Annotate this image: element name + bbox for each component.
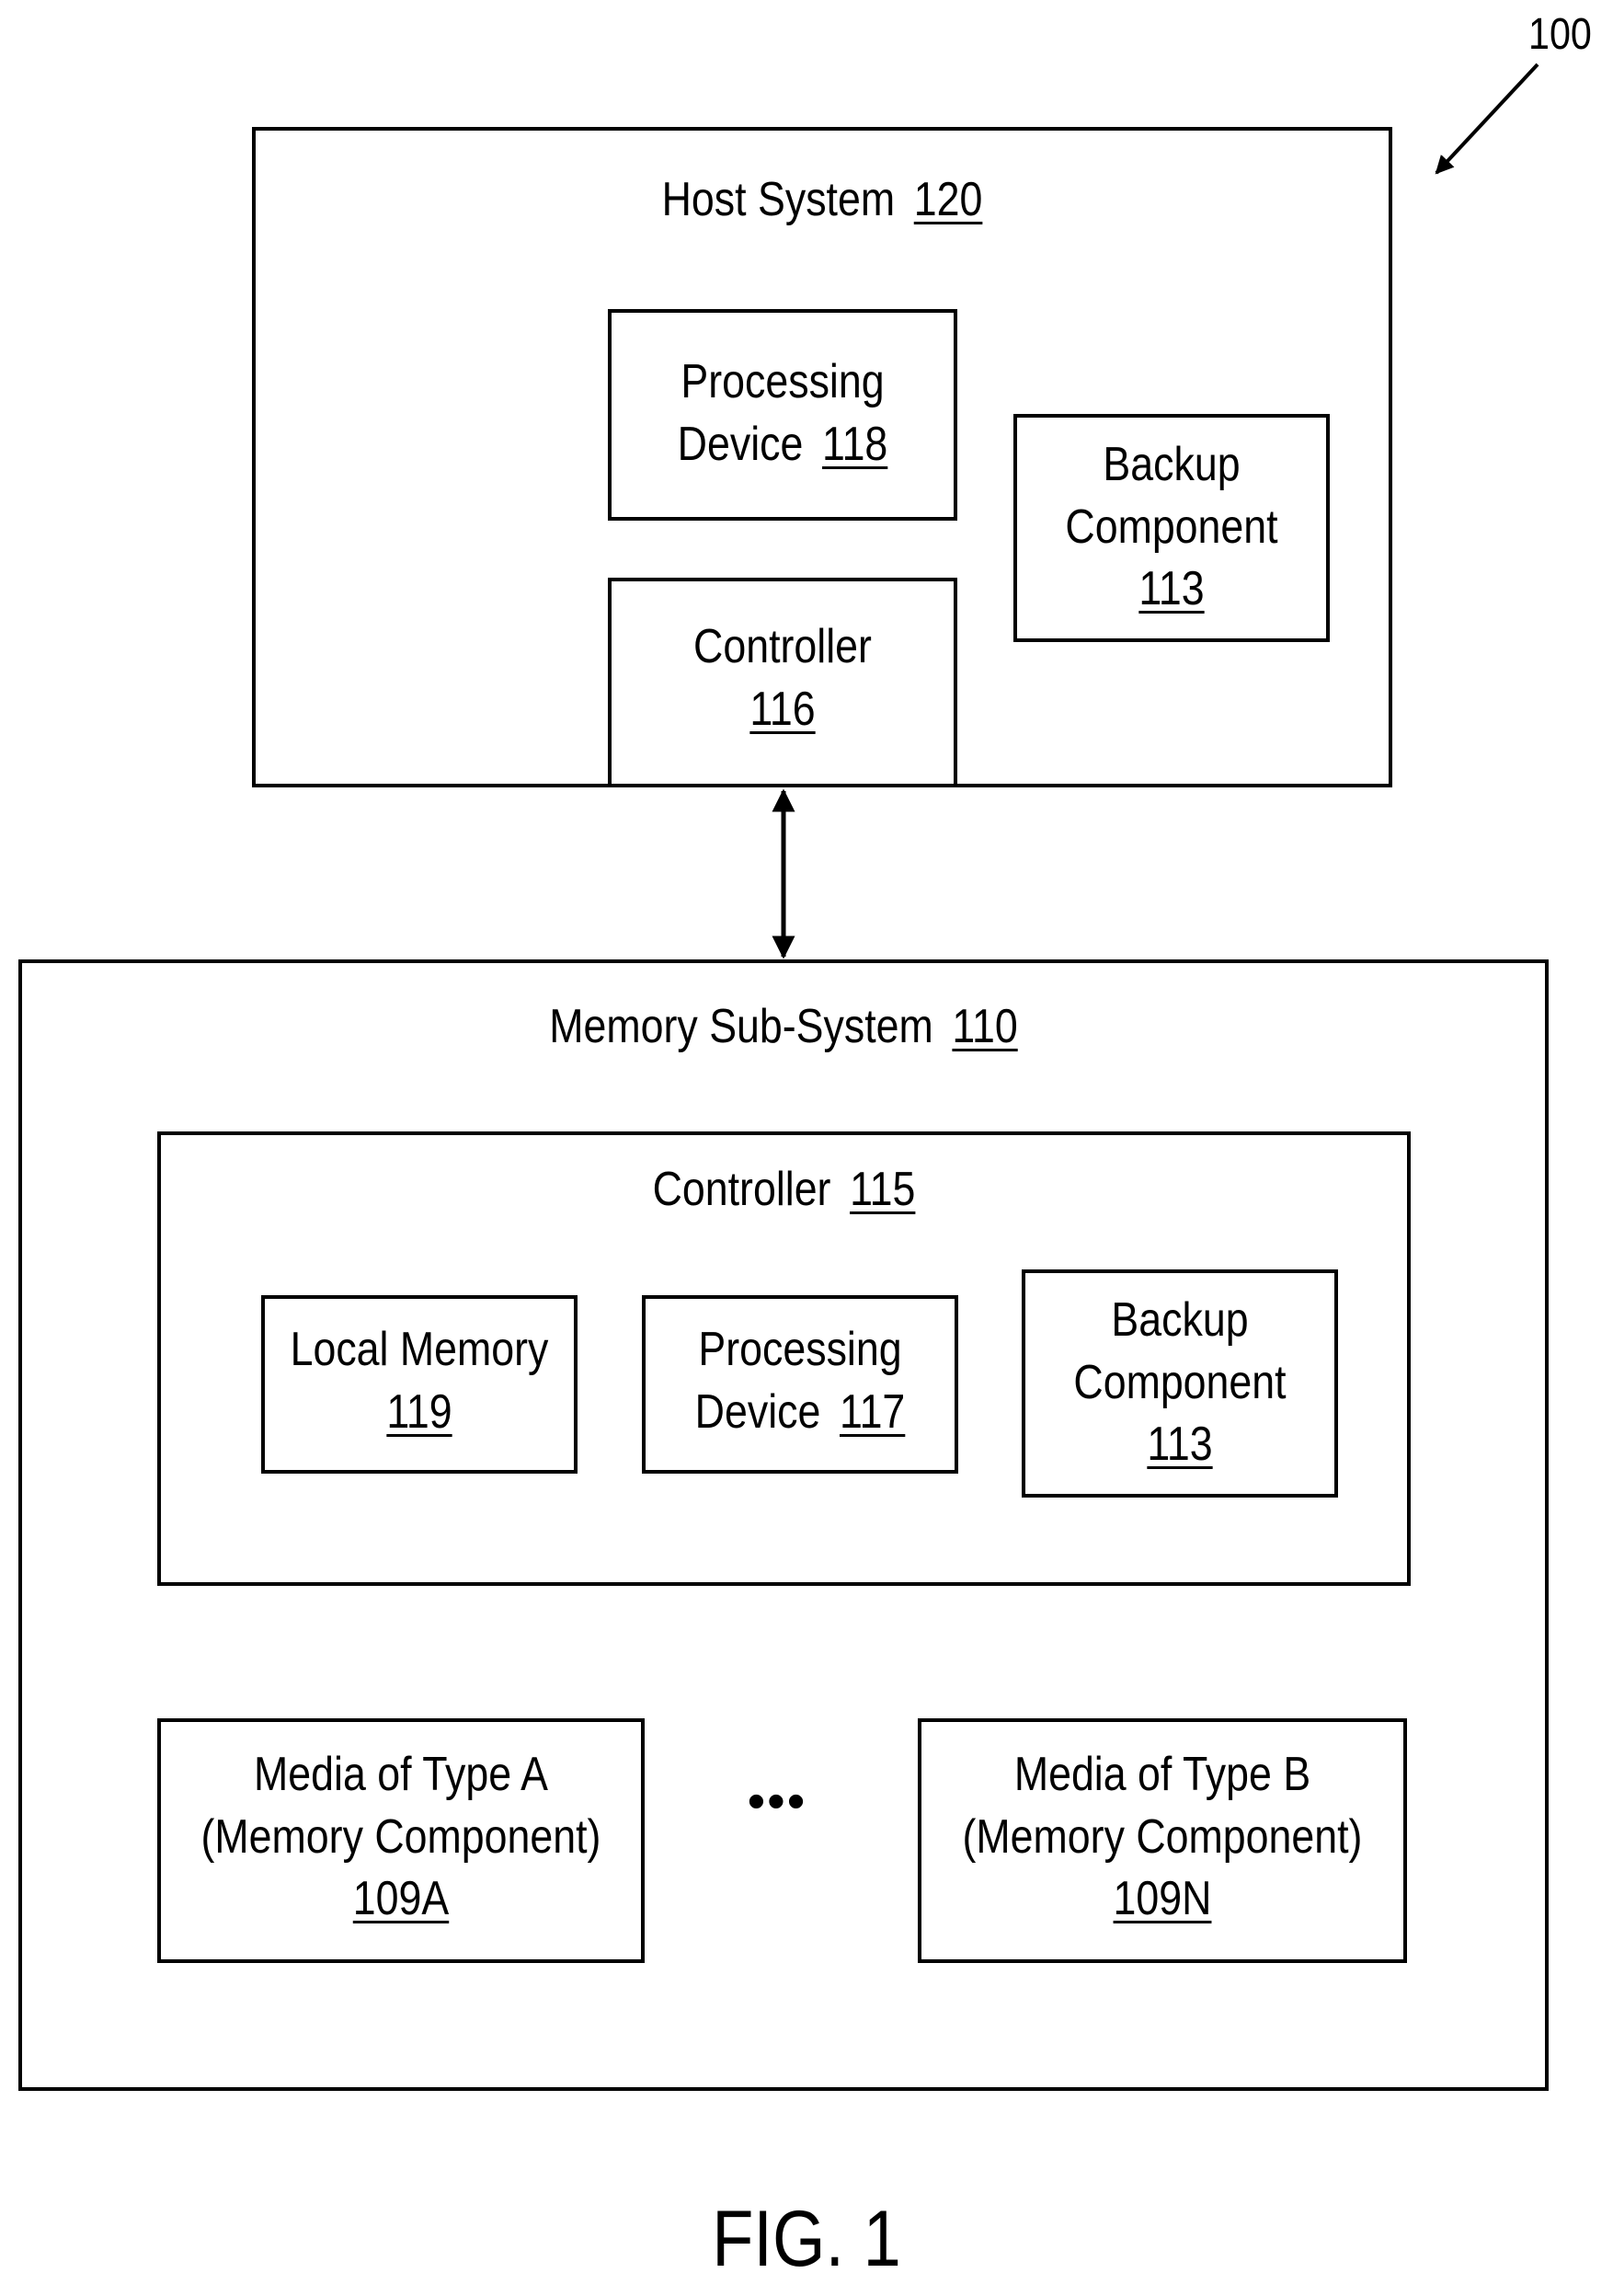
media-type-a-line2: (Memory Component) bbox=[195, 1807, 608, 1869]
host-controller-number: 116 bbox=[749, 683, 815, 736]
host-backup-component-box: Backup Component 113 bbox=[1013, 414, 1330, 642]
memory-controller-title: Controller bbox=[653, 1163, 831, 1216]
host-controller-label: Controller 116 bbox=[635, 616, 930, 740]
host-backup-component-line1: Backup bbox=[1039, 434, 1305, 497]
host-system-number: 120 bbox=[914, 173, 983, 226]
memory-processing-device-label: Processing Device 117 bbox=[668, 1319, 933, 1443]
media-type-a-line1: Media of Type A bbox=[195, 1744, 608, 1807]
host-backup-component-number: 113 bbox=[1138, 562, 1204, 615]
memory-processing-device-number: 117 bbox=[840, 1385, 905, 1439]
figure-reference-arrow bbox=[1436, 64, 1538, 173]
media-type-b-line1: Media of Type B bbox=[955, 1744, 1370, 1807]
local-memory-label: Local Memory 119 bbox=[287, 1319, 553, 1443]
local-memory-box: Local Memory 119 bbox=[261, 1295, 578, 1474]
memory-controller-label: Controller 115 bbox=[248, 1159, 1320, 1222]
host-backup-component-line2: Component bbox=[1039, 497, 1305, 559]
media-type-b-line2: (Memory Component) bbox=[955, 1807, 1370, 1869]
local-memory-line1: Local Memory bbox=[287, 1319, 553, 1382]
media-type-a-number: 109A bbox=[353, 1872, 449, 1925]
memory-processing-device-line1: Processing bbox=[668, 1319, 933, 1382]
host-system-title: Host System bbox=[662, 173, 895, 226]
host-processing-device-number: 118 bbox=[822, 418, 887, 471]
host-processing-device-line1: Processing bbox=[635, 351, 930, 414]
memory-processing-device-line2: Device bbox=[695, 1385, 821, 1439]
memory-backup-component-label: Backup Component 113 bbox=[1047, 1290, 1313, 1476]
memory-controller-number: 115 bbox=[850, 1163, 915, 1216]
host-controller-box: Controller 116 bbox=[608, 578, 957, 787]
memory-subsystem-label: Memory Sub-System 110 bbox=[129, 996, 1438, 1059]
host-processing-device-label: Processing Device 118 bbox=[635, 351, 930, 476]
memory-backup-component-line2: Component bbox=[1047, 1352, 1313, 1415]
local-memory-number: 119 bbox=[386, 1385, 452, 1439]
figure-caption: FIG. 1 bbox=[113, 2194, 1500, 2285]
host-backup-component-label: Backup Component 113 bbox=[1039, 434, 1305, 621]
media-type-b-number: 109N bbox=[1114, 1872, 1212, 1925]
media-type-a-box: Media of Type A (Memory Component) 109A bbox=[157, 1718, 645, 1963]
memory-processing-device-box: Processing Device 117 bbox=[642, 1295, 958, 1474]
memory-backup-component-number: 113 bbox=[1147, 1418, 1212, 1471]
host-processing-device-box: Processing Device 118 bbox=[608, 309, 957, 521]
media-type-b-label: Media of Type B (Memory Component) 109N bbox=[955, 1744, 1370, 1931]
memory-backup-component-box: Backup Component 113 bbox=[1022, 1269, 1338, 1498]
media-type-a-label: Media of Type A (Memory Component) 109A bbox=[195, 1744, 608, 1931]
memory-subsystem-number: 110 bbox=[952, 1000, 1017, 1053]
ellipsis: ••• bbox=[708, 1771, 846, 1831]
host-processing-device-line2: Device bbox=[678, 418, 804, 471]
memory-subsystem-title: Memory Sub-System bbox=[549, 1000, 932, 1053]
memory-backup-component-line1: Backup bbox=[1047, 1290, 1313, 1352]
media-type-b-box: Media of Type B (Memory Component) 109N bbox=[918, 1718, 1407, 1963]
host-system-label: Host System 120 bbox=[335, 169, 1310, 232]
host-controller-line1: Controller bbox=[635, 616, 930, 679]
